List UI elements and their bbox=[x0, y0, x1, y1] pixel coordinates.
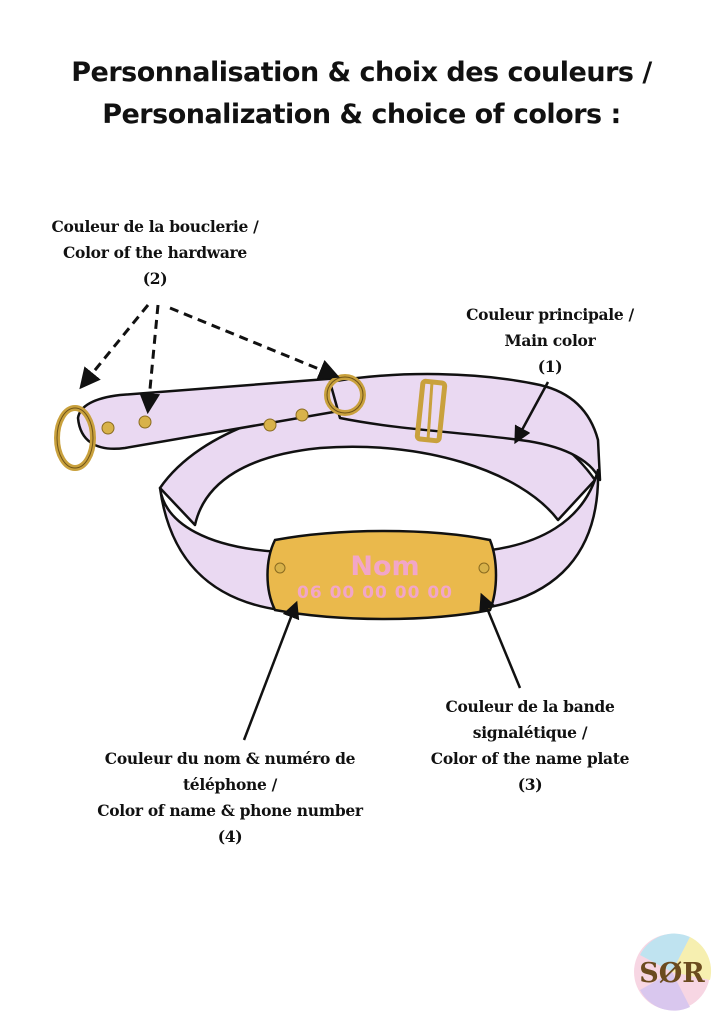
label-plate-fr1: Couleur de la bande bbox=[445, 697, 615, 716]
label-name-fr1: Couleur du nom & numéro de bbox=[104, 749, 356, 768]
label-hardware-fr: Couleur de la bouclerie / bbox=[51, 217, 259, 236]
label-hardware-num: (2) bbox=[142, 269, 168, 288]
arrow-hardware-ring-middle bbox=[169, 306, 340, 380]
logo-text: SØR bbox=[639, 958, 705, 989]
title-line-fr: Personnalisation & choix des couleurs / bbox=[71, 57, 652, 88]
brand-logo: SØR bbox=[634, 933, 712, 1011]
label-name-fr2: téléphone / bbox=[182, 775, 278, 794]
strap-stud bbox=[101, 421, 115, 435]
label-name-phone-color: Couleur du nom & numéro de téléphone / C… bbox=[70, 746, 390, 850]
strap-stud bbox=[263, 418, 277, 432]
label-plate-num: (3) bbox=[517, 775, 543, 794]
page-title: Personnalisation & choix des couleurs / … bbox=[0, 52, 723, 136]
label-main-en: Main color bbox=[504, 331, 596, 350]
label-name-num: (4) bbox=[217, 827, 243, 846]
label-name-plate-color: Couleur de la bande signalétique / Color… bbox=[410, 694, 650, 798]
plate-name-text: Nom bbox=[350, 551, 419, 582]
plate-phone-text: 06 00 00 00 00 bbox=[297, 583, 453, 603]
label-hardware-color: Couleur de la bouclerie / Color of the h… bbox=[20, 214, 290, 292]
label-plate-fr2: signalétique / bbox=[472, 723, 588, 742]
plate-screw-right bbox=[478, 562, 490, 574]
label-name-en: Color of name & phone number bbox=[97, 801, 363, 820]
arrow-hardware-stud bbox=[139, 304, 161, 415]
plate-screw-left bbox=[274, 562, 286, 574]
label-plate-en: Color of the name plate bbox=[430, 749, 630, 768]
strap-stud bbox=[138, 415, 152, 429]
label-hardware-en: Color of the hardware bbox=[63, 243, 247, 262]
label-main-fr: Couleur principale / bbox=[466, 305, 634, 324]
title-line-en: Personalization & choice of colors : bbox=[102, 99, 621, 130]
arrow-name-phone bbox=[242, 600, 300, 741]
strap-stud bbox=[295, 408, 309, 422]
label-main-num: (1) bbox=[537, 357, 563, 376]
arrow-name-plate bbox=[479, 592, 522, 689]
arrow-hardware-ring bbox=[79, 304, 150, 390]
arrow-main-color bbox=[514, 381, 550, 445]
label-main-color: Couleur principale / Main color (1) bbox=[440, 302, 660, 380]
